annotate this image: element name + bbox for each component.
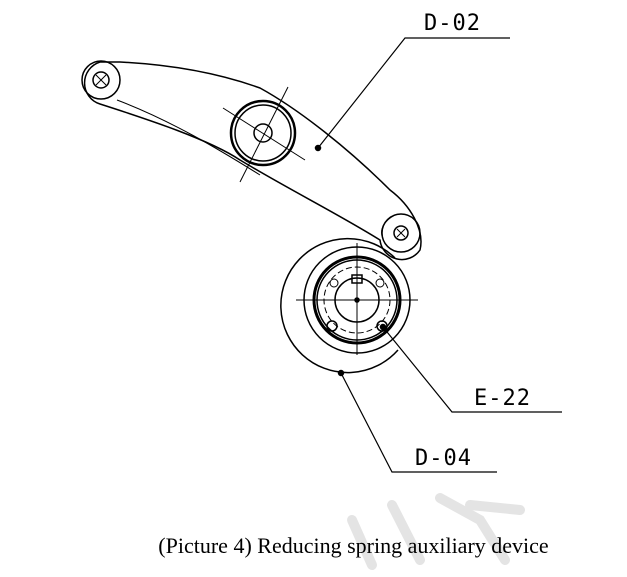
label-d04: D-04 [415, 446, 472, 471]
left-pivot-boss [81, 60, 121, 100]
label-e22: E-22 [474, 386, 531, 411]
lever-arm [81, 60, 422, 261]
left-pivot-hole [92, 71, 110, 89]
lever-arm-outline [83, 61, 422, 261]
wheel-outline [280, 237, 399, 374]
center-pivot-ring [234, 104, 292, 162]
lever-arm-inner-line [116, 99, 261, 176]
center-dot [354, 297, 360, 303]
right-pivot-boss [381, 213, 421, 253]
label-d02: D-02 [424, 11, 481, 36]
e22-leader [382, 326, 562, 413]
watermark [347, 493, 525, 570]
bolt-hole-4 [375, 278, 385, 288]
left-pivot-cross-b [95, 74, 107, 86]
figure-caption: (Picture 4) Reducing spring auxiliary de… [158, 533, 549, 558]
bolt-hole-3 [329, 278, 339, 288]
bolt-hole-2 [376, 320, 388, 332]
right-pivot-cross-b [396, 228, 406, 238]
leader-lines [317, 37, 562, 473]
center-pivot-outer [229, 99, 297, 167]
wheel-assembly [280, 237, 418, 377]
center-axis-b [239, 86, 289, 183]
center-pivot-hole [253, 123, 273, 143]
d04-leader [340, 372, 497, 473]
bolt-hole-1 [326, 320, 338, 332]
right-pivot-hole [393, 225, 409, 241]
d02-leader [317, 37, 510, 149]
